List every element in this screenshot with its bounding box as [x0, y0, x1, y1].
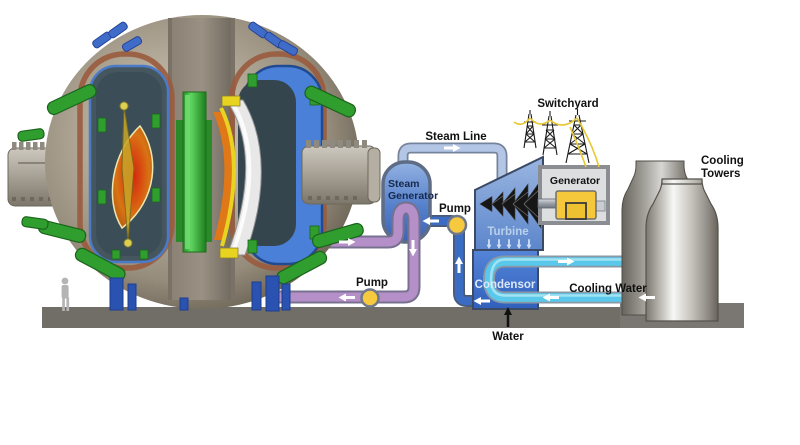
- plasma-chamber: [88, 64, 170, 264]
- cooling-towers: [621, 160, 719, 322]
- steam-generator-label-1: Steam: [388, 178, 420, 190]
- turbine-blades-icon: [479, 179, 561, 229]
- ground-bar: [42, 307, 744, 328]
- top-port-stubs: [92, 21, 299, 56]
- flow-arrows: [338, 144, 655, 327]
- cooling-water-label: Cooling Water: [569, 283, 647, 295]
- cooling-water-pipe: [482, 255, 662, 304]
- cooling-tower-front-icon: [645, 178, 719, 322]
- transmission-tower-icon: [523, 109, 590, 164]
- toroidal-field-coils: [17, 84, 364, 285]
- switchyard-wires: [513, 117, 600, 168]
- pump-primary-label: Pump: [356, 277, 388, 289]
- steam-line-label: Steam Line: [425, 131, 486, 143]
- central-solenoid: [176, 91, 212, 253]
- person-scale-figure: [61, 277, 70, 311]
- right-coil-assembly: [213, 64, 324, 266]
- cooling-towers-label-2: Towers: [701, 168, 740, 180]
- right-flange-ring: [301, 140, 381, 205]
- chamber-clamps: [97, 113, 161, 260]
- steam-generator-label-2: Generator: [388, 190, 438, 202]
- pump-primary-icon: [360, 288, 380, 308]
- copper-coil-left: [77, 51, 175, 271]
- condensor-label: Condensor: [475, 279, 536, 291]
- water-inlet-arrow: [504, 307, 512, 327]
- cooling-towers-label-1: Cooling: [701, 155, 744, 167]
- water-label: Water: [492, 331, 524, 343]
- switchyard-label: Switchyard: [537, 98, 598, 110]
- support-legs: [109, 275, 291, 312]
- primary-coolant-loop-pipe: [270, 201, 421, 304]
- pump-feedwater-label: Pump: [439, 203, 471, 215]
- pump-feedwater-icon: [446, 214, 468, 236]
- generator-label: Generator: [550, 175, 600, 187]
- switchyard: [513, 109, 600, 168]
- tokamak-reactor: [7, 15, 381, 312]
- turbine-label: Turbine: [487, 226, 528, 238]
- generator-unit: [537, 165, 610, 225]
